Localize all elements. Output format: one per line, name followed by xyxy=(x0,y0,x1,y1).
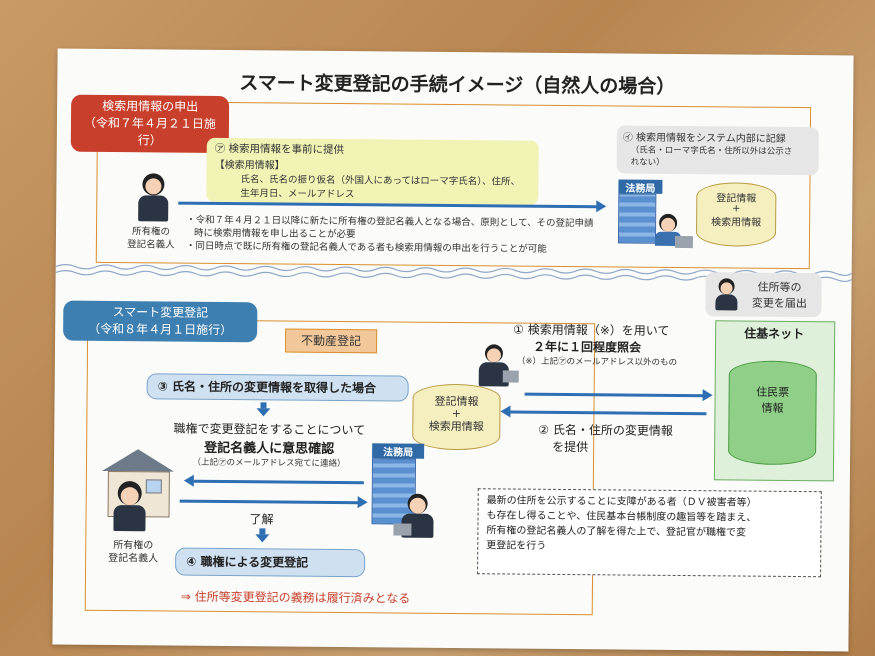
confirm-note: （上記㋐のメールアドレス宛てに連絡） xyxy=(192,457,346,470)
db-line1: 登記情報 xyxy=(716,193,757,205)
juminhyo-line2: 情報 xyxy=(761,401,784,415)
notify-bubble: 住所等の 変更を届出 xyxy=(705,272,822,318)
realestate-label: 不動産登記 xyxy=(284,328,378,354)
confirm-line2: 登記名義人に意思確認 xyxy=(204,440,335,457)
bureau-label: 法務局 xyxy=(618,179,663,195)
bubble-a: ㋐ 検索用情報を事前に提供 【検索用情報】 氏名、氏名の振り仮名（外国人にあって… xyxy=(206,137,539,205)
owner-label-line2: 登記名義人 xyxy=(108,552,159,565)
notify-line1: 住所等の xyxy=(757,280,802,295)
consent-label: 了解 xyxy=(249,512,274,527)
step3-box: ③ 氏名・住所の変更情報を取得した場合 xyxy=(146,373,409,402)
officer-icon xyxy=(475,344,519,390)
provide-arrow-head xyxy=(500,405,511,418)
person-icon xyxy=(132,173,172,223)
bubble-a-line2: 生年月日、メールアドレス xyxy=(240,188,355,201)
notify-line2: 変更を届出 xyxy=(751,296,807,311)
step1-line2: ２年に１回程度照会 xyxy=(532,339,642,355)
bubble-i-title: ㋑ 検索用情報をシステム内部に記録 xyxy=(622,132,786,145)
officer-icon-2 xyxy=(393,493,443,541)
down-arrow-icon-2 xyxy=(255,528,270,543)
registry-database-icon: 登記情報 + 検索用情報 xyxy=(695,182,777,247)
query-arrow-head xyxy=(702,389,713,402)
confirm-text: 職権で変更登記をすることについて 登記名義人に意思確認 （上記㋐のメールアドレス… xyxy=(154,419,384,470)
db2-line2: 検索用情報 xyxy=(428,419,484,434)
step2: ② 氏名・住所の変更情報 を提供 xyxy=(538,421,708,456)
section2-tab-title: スマート変更登記 xyxy=(112,305,209,320)
confirm-line1: 職権で変更登記をすることについて xyxy=(173,421,366,438)
explanation-box: 最新の住所を公示することに支障がある者（ＤＶ被害者等） も存在し得ることや、住民… xyxy=(477,488,822,578)
explanation-line4: 更登記を行う xyxy=(486,540,547,552)
down-arrow-icon xyxy=(256,402,271,417)
juki-net-label: 住基ネット xyxy=(744,326,805,342)
step1-note: （※）上記㋐のメールアドレス以外のもの xyxy=(516,356,678,368)
section2-person-label: 所有権の 登記名義人 xyxy=(93,539,173,566)
section1-tab-date: （令和７年４月２１日施行） xyxy=(83,115,217,148)
resident-icon xyxy=(713,278,739,311)
bubble-i-line2: れない） xyxy=(630,157,665,168)
bureau-label-2: 法務局 xyxy=(372,443,425,459)
registry-database-icon-2: 登記情報 + 検索用情報 xyxy=(412,383,501,451)
juminhyo-database-icon: 住民票 情報 xyxy=(728,360,817,466)
step2-line2: を提供 xyxy=(552,439,589,455)
result-text: ⇒ 住所等変更登記の義務は履行済みとなる xyxy=(180,589,411,606)
person-label-line1: 所有権の xyxy=(131,226,171,238)
step1-line1: ① 検索用情報（※）を用いて xyxy=(513,322,670,338)
person-label-line2: 登記名義人 xyxy=(127,239,175,251)
consent-arrow-head xyxy=(357,496,368,509)
section2-tab-date: （令和８年４月１日施行） xyxy=(88,321,233,338)
db-line2: 検索用情報 xyxy=(711,217,762,229)
section1-notes: ・令和７年４月２１日以降に新たに所有権の登記名義人となる場合、原則として、その登… xyxy=(186,214,606,257)
document-sheet: スマート変更登記の手続イメージ（自然人の場合） 検索用情報の申出 （令和７年４月… xyxy=(52,48,854,652)
clerk-icon xyxy=(651,213,694,254)
step4-box: ④ 職権による変更登記 xyxy=(175,547,366,578)
confirm-arrow-head xyxy=(183,474,194,487)
bubble-i: ㋑ 検索用情報をシステム内部に記録 （氏名・ローマ字氏名・住所以外は公示さ れな… xyxy=(616,125,819,176)
section1-tab-title: 検索用情報の申出 xyxy=(102,98,199,114)
juminhyo-line1: 住民票 xyxy=(756,385,790,399)
owner-label-line1: 所有権の xyxy=(113,540,154,552)
owner-icon xyxy=(109,481,149,532)
submit-arrow-head xyxy=(596,200,607,213)
section2-tab: スマート変更登記 （令和８年４月１日施行） xyxy=(63,300,258,343)
section1-tab: 検索用情報の申出 （令和７年４月２１日施行） xyxy=(70,94,230,154)
step2-line1: ② 氏名・住所の変更情報 xyxy=(538,422,673,438)
section1-person-label: 所有権の 登記名義人 xyxy=(116,225,186,252)
step1: ① 検索用情報（※）を用いて ２年に１回程度照会 （※）上記㋐のメールアドレス以… xyxy=(513,321,713,369)
page-title: スマート変更登記の手続イメージ（自然人の場合） xyxy=(239,72,676,98)
